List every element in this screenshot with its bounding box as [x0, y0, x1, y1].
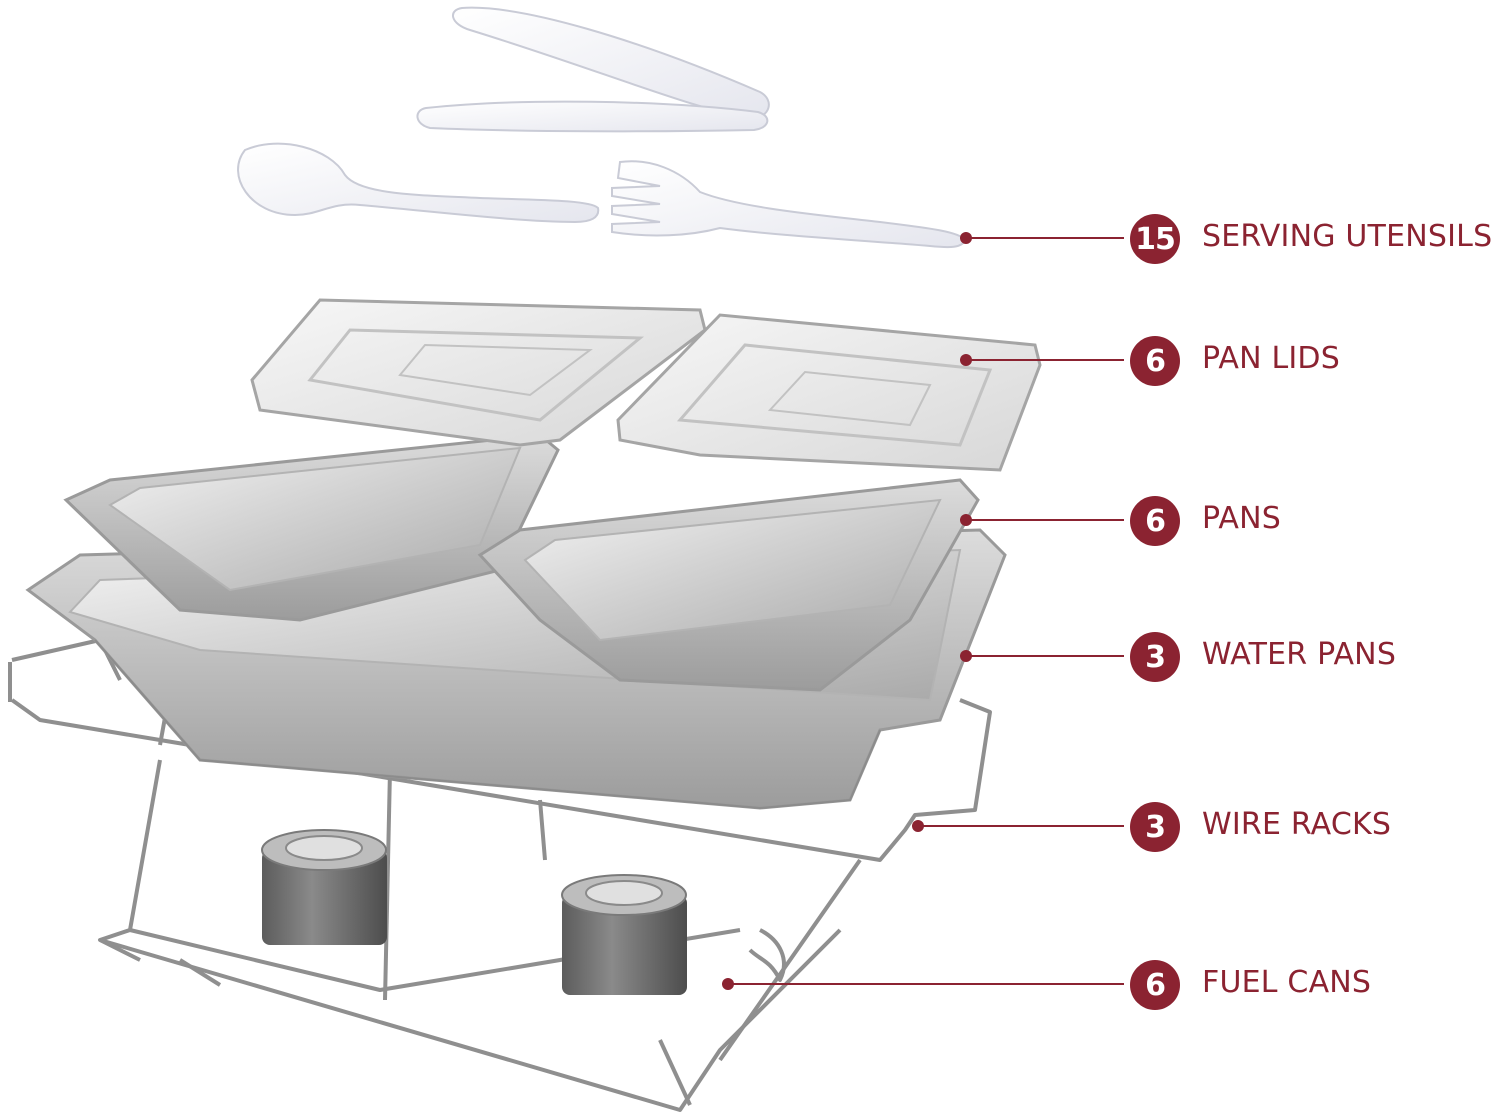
- count-badge: 6: [1130, 960, 1180, 1010]
- count-badge: 6: [1130, 496, 1180, 546]
- pan-lid-left-icon: [250, 298, 707, 447]
- item-label: SERVING UTENSILS: [1202, 219, 1493, 254]
- leader-line: [966, 237, 1124, 239]
- item-label: WATER PANS: [1202, 637, 1397, 672]
- count-badge: 3: [1130, 802, 1180, 852]
- count-badge: 15: [1130, 214, 1180, 264]
- item-label: FUEL CANS: [1202, 965, 1372, 1000]
- item-label: WIRE RACKS: [1202, 807, 1392, 842]
- serving-spoon-icon: [237, 142, 600, 224]
- leader-line: [966, 359, 1124, 361]
- item-label: PANS: [1202, 501, 1281, 536]
- fuel-can-left-icon: [261, 829, 387, 945]
- fuel-can-right-icon: [561, 874, 687, 995]
- count-badge: 3: [1130, 632, 1180, 682]
- count-badge: 6: [1130, 336, 1180, 386]
- serving-fork-icon: [611, 160, 967, 249]
- item-label: PAN LIDS: [1202, 341, 1340, 376]
- leader-line: [918, 825, 1124, 827]
- tongs-icon: [416, 6, 770, 133]
- leader-line: [966, 655, 1124, 657]
- pan-lid-right-icon: [616, 313, 1042, 472]
- leader-line: [728, 983, 1124, 985]
- leader-line: [966, 519, 1124, 521]
- pan-left-icon: [63, 433, 560, 622]
- pan-right-icon: [477, 478, 980, 692]
